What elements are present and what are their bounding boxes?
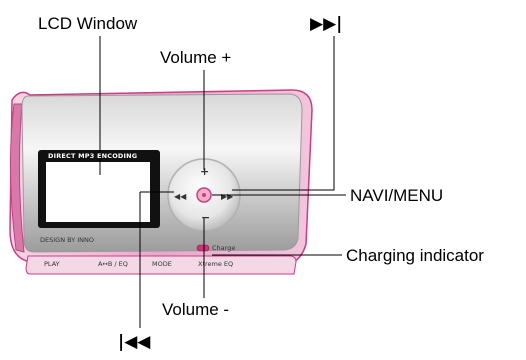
mode-button-label[interactable]: MODE [152, 260, 172, 268]
device-side-edge [9, 103, 25, 253]
device-top-band-text: DIRECT MP3 ENCODING [48, 152, 138, 160]
callout-lines [99, 36, 346, 328]
device-brand-text: DESIGN BY INNO [40, 236, 95, 244]
label-volume-minus: Volume - [162, 300, 230, 319]
device-charge-text: Charge [212, 244, 236, 252]
vol-minus-mark[interactable]: − [201, 211, 210, 224]
vol-plus-mark[interactable]: + [200, 165, 209, 178]
ab-eq-button-label[interactable]: A↔B / EQ [98, 260, 128, 268]
label-navi-menu: NAVI/MENU [350, 186, 444, 205]
navi-center-dot [202, 193, 206, 197]
button-strip [25, 255, 297, 275]
label-next-track: ▶▶| [310, 14, 343, 34]
label-charging-indicator: Charging indicator [346, 246, 484, 265]
prev-mark[interactable]: ◀◀ [174, 192, 187, 201]
xtreme-eq-button-label[interactable]: Xtreme EQ [198, 260, 234, 268]
label-volume-plus: Volume + [160, 48, 232, 67]
next-mark[interactable]: ▶▶ [221, 192, 234, 201]
charge-led [196, 244, 210, 252]
play-button-label[interactable]: PLAY [44, 260, 60, 268]
label-prev-track: |◀◀ [118, 332, 151, 352]
line-next [232, 36, 335, 191]
lcd-window [46, 162, 150, 222]
label-lcd-window: LCD Window [38, 14, 138, 33]
